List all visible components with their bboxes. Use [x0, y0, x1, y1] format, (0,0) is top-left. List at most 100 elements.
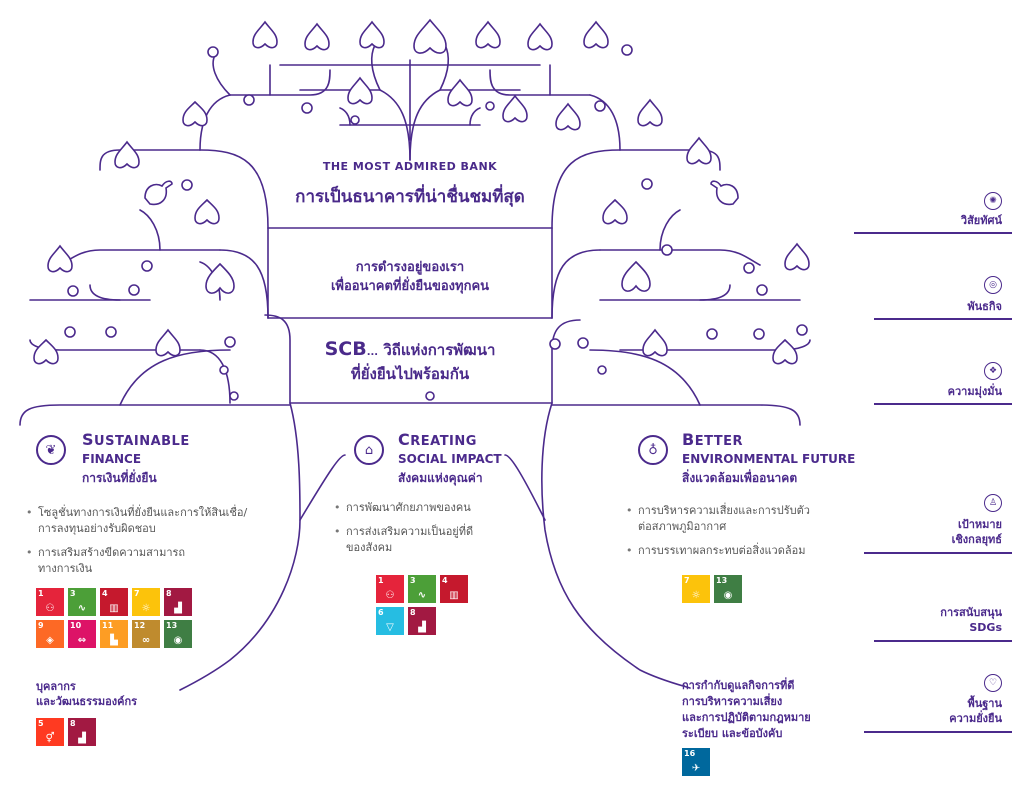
sdg-icon: ∿	[77, 603, 87, 614]
coin-leaf-icon: ❦	[45, 442, 57, 458]
pillar-finance-icon-circle: ❦	[36, 435, 66, 465]
legend-vision: วิสัยทัศน์	[960, 214, 1002, 227]
sdg-number: 11	[102, 621, 114, 630]
pillar-environment-thai: สิ่งแวดล้อมเพื่ออนาคต	[682, 471, 798, 485]
sdg-icon: ⇔	[77, 635, 87, 646]
sdg-number: 9	[38, 621, 44, 630]
sdg-tile-4: 4▥	[100, 588, 128, 616]
sdg-tile-10: 10⇔	[68, 620, 96, 648]
sdg-icon: ◉	[723, 590, 733, 601]
legend-commitment: ความมุ่งมั่น	[947, 385, 1002, 398]
list-item: การส่งเสริมความเป็นอยู่ที่ดี	[334, 524, 473, 540]
sdg-tile-1: 1⚇	[376, 575, 404, 603]
list-item: การบรรเทาผลกระทบต่อสิ่งแวดล้อม	[626, 543, 810, 559]
pillar-finance-subtitle: FINANCE	[82, 452, 142, 466]
scb-mark: SCB	[324, 338, 367, 360]
sdg-icon: ▽	[386, 622, 394, 633]
target-icon: ◎	[984, 276, 1002, 294]
water-drop-hand-icon: ♁	[648, 442, 658, 458]
strategy-icon: ♙	[984, 494, 1002, 512]
sdg-number: 4	[102, 589, 108, 598]
sdg-number: 8	[166, 589, 172, 598]
pillar-social-subtitle: SOCIAL IMPACT	[398, 452, 502, 466]
pillar-finance-title: SUSTAINABLE	[82, 430, 190, 449]
sdg-icon: ▟	[418, 622, 426, 633]
vision-icon: ✺	[984, 192, 1002, 210]
vision-title-th: การเป็นธนาคารที่น่าชื่นชมที่สุด	[295, 187, 525, 207]
sdg-grid-finance: 1⚇3∿4▥7☼8▟9◈10⇔11▙12∞13◉	[36, 588, 192, 648]
list-item-cont: ของสังคม	[346, 541, 393, 554]
sdg-tile-7: 7☼	[682, 575, 710, 603]
root-governance-line2: การบริหารความเสี่ยง	[682, 695, 783, 708]
legend-sdg-line	[874, 640, 1012, 642]
sdg-grid-governance: 16 ✈	[682, 748, 838, 776]
pillar-environment-icon-circle: ♁	[638, 435, 668, 465]
list-item: การพัฒนาศักยภาพของคน	[334, 500, 473, 516]
sdg-icon: ▥	[109, 603, 119, 614]
list-item-cont: การลงทุนอย่างรับผิดชอบ	[38, 522, 156, 535]
sdg-tile-13: 13 ◉	[714, 575, 742, 603]
sdg-icon: ▥	[449, 590, 459, 601]
scb-dots: ...	[366, 347, 379, 358]
legend-commitment-line	[874, 403, 1012, 405]
sdg-number: 8	[70, 719, 76, 728]
root-people-line2: และวัฒนธรรมองค์กร	[36, 695, 138, 708]
sdg-number: 1	[38, 589, 44, 598]
root-governance-line1: การกำกับดูแลกิจการที่ดี	[682, 679, 795, 692]
purpose-line2: เพื่ออนาคตที่ยั่งยืนของทุกคน	[330, 279, 490, 294]
pillar-social-bullets: การพัฒนาศักยภาพของคน การส่งเสริมความเป็น…	[334, 500, 473, 564]
sdg-grid-environment: 7☼ 13 ◉	[682, 575, 838, 603]
sdg-number: 6	[378, 608, 384, 617]
vision-tagline-en: THE MOST ADMIRED BANK	[322, 160, 498, 173]
pillar-finance-thai: การเงินที่ยั่งยืน	[82, 471, 157, 485]
list-item-cont: ทางการเงิน	[38, 562, 93, 575]
sdg-tile-13: 13◉	[164, 620, 192, 648]
sdg-number: 16	[684, 749, 696, 758]
list-item: โซลูชั่นทางการเงินที่ยั่งยืนและการให้สิน…	[26, 505, 247, 521]
sdg-number: 13	[166, 621, 178, 630]
legend-sdg-line1: การสนับสนุน	[940, 606, 1002, 619]
legend-mission-line	[874, 318, 1012, 320]
pillar-social-title: CREATING	[398, 430, 477, 449]
sdg-tile-11: 11 ▙	[100, 620, 128, 648]
sdg-icon: ✈	[691, 763, 701, 774]
sdg-tile-3: 3∿	[408, 575, 436, 603]
sdg-grid-social: 1⚇3∿ 4▥ 6▽ 8▟	[376, 575, 468, 635]
sdg-number: 4	[442, 576, 448, 585]
sdg-number: 12	[134, 621, 146, 630]
sdg-grid-people: 5⚥8▟	[36, 718, 192, 746]
legend-mission: พันธกิจ	[967, 300, 1002, 313]
pillar-social-thai: สังคมแห่งคุณค่า	[398, 471, 483, 485]
sdg-number: 7	[134, 589, 140, 598]
sdg-icon: ☼	[691, 590, 701, 601]
mission-line2: ที่ยั่งยืนไปพร้อมกัน	[350, 365, 470, 383]
heart-icon: ♡	[984, 674, 1002, 692]
pillar-environment-title: BETTER	[682, 430, 744, 449]
sdg-icon: ▟	[174, 603, 182, 614]
sdg-tile-8: 8▟	[164, 588, 192, 616]
sdg-tile-16: 16 ✈	[682, 748, 710, 776]
people-house-icon: ⌂	[364, 442, 374, 458]
sdg-number: 8	[410, 608, 416, 617]
sdg-number: 3	[410, 576, 416, 585]
sdg-number: 7	[684, 576, 690, 585]
legend-foundation-line	[864, 731, 1012, 733]
list-item: การเสริมสร้างขีดความสามารถ	[26, 545, 247, 561]
sdg-icon: ⚇	[45, 603, 55, 614]
pillar-environment-bullets: การบริหารความเสี่ยงและการปรับตัว ต่อสภาพ…	[626, 503, 810, 567]
list-item: การบริหารความเสี่ยงและการปรับตัว	[626, 503, 810, 519]
sdg-tile-5: 5⚥	[36, 718, 64, 746]
legend-strategy-line2: เชิงกลยุทธ์	[951, 533, 1002, 546]
sdg-icon: ▟	[78, 733, 86, 744]
sdg-number: 5	[38, 719, 44, 728]
sdg-number: 13	[716, 576, 728, 585]
sdg-tile-1: 1⚇	[36, 588, 64, 616]
mission-line1-text: วิถีแห่งการพัฒนา	[378, 341, 496, 359]
legend-sdg-line2: SDGs	[969, 621, 1002, 634]
legend-foundation-line2: ความยั่งยืน	[949, 712, 1002, 725]
sdg-icon: ▙	[110, 635, 118, 646]
legend-foundation-line1: พื้นฐาน	[967, 697, 1002, 710]
sdg-tile-8: 8▟	[68, 718, 96, 746]
sdg-icon: ⚥	[45, 733, 55, 744]
